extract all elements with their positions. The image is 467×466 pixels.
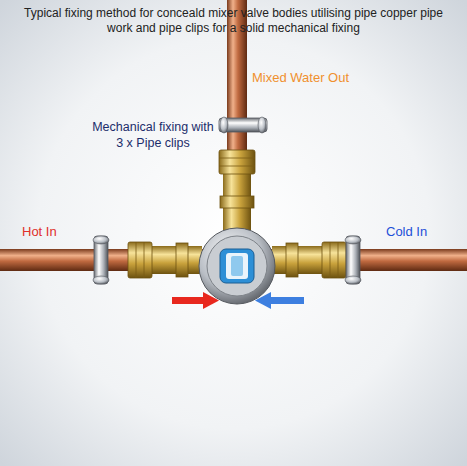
hot-flow-arrow: [172, 292, 219, 309]
fitting-collar: [286, 243, 298, 277]
pipe-clip: [219, 117, 267, 133]
outlet-label: Mixed Water Out: [252, 70, 349, 86]
nut-facet: [219, 158, 255, 159]
inlet-label: Hot In: [22, 224, 57, 240]
valve-body: [199, 228, 275, 304]
compression-nut: [322, 242, 346, 278]
fitting-collar: [220, 196, 254, 208]
nut-facet: [144, 242, 145, 278]
cartridge-spindle: [231, 256, 243, 276]
fitting-collar: [176, 243, 188, 277]
compression-nut: [219, 150, 255, 174]
compression-nut: [128, 242, 152, 278]
valve-flange: [207, 236, 267, 296]
nut-facet: [219, 166, 255, 167]
nut-facet: [330, 242, 331, 278]
cartridge-face: [226, 253, 248, 279]
pipe-clip: [93, 236, 109, 284]
cold-flow-arrow: [255, 292, 304, 309]
pipe-clip: [345, 236, 361, 284]
title: Typical fixing method for conceald mixer…: [14, 6, 453, 36]
fixing-note: Mechanical fixing with 3 x Pipe clips: [92, 120, 214, 151]
nut-facet: [136, 242, 137, 278]
cartridge: [220, 249, 254, 283]
nut-facet: [338, 242, 339, 278]
inlet-label: Cold In: [386, 224, 427, 240]
